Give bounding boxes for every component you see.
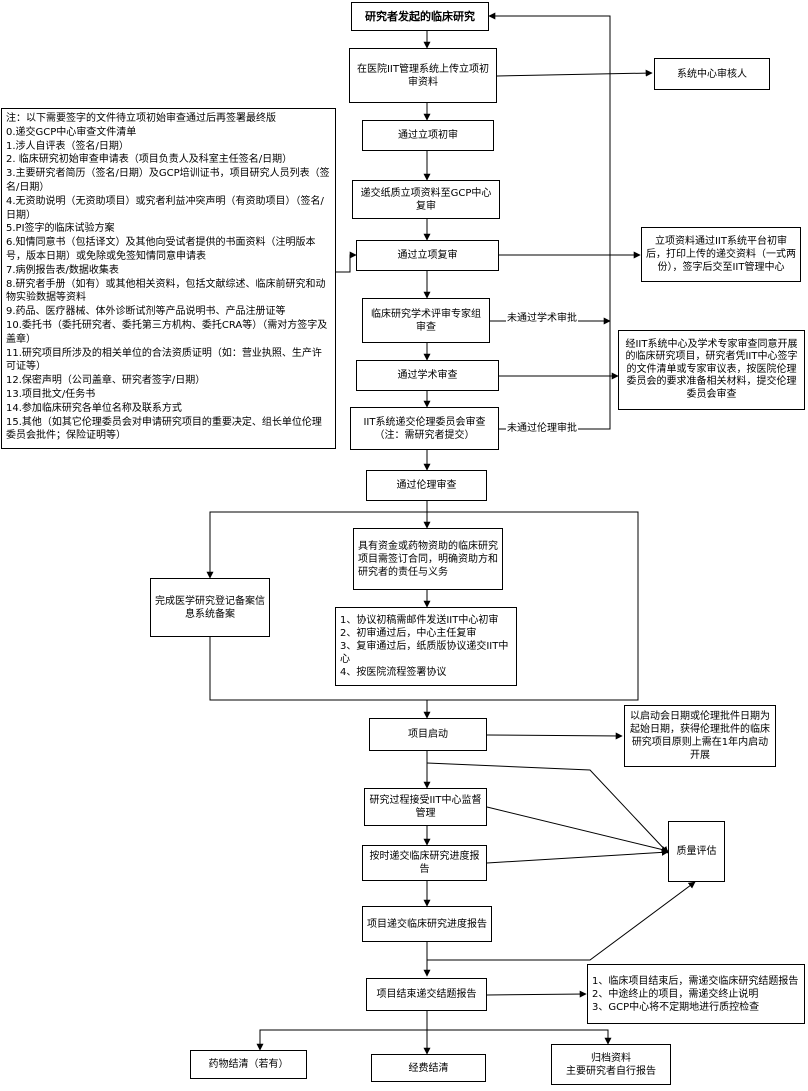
checklist-item: 1.涉人自评表（签名/日期） xyxy=(6,140,129,152)
contract-step: 4、按医院流程签署协议 xyxy=(340,667,447,678)
edge-start-startnote xyxy=(486,732,623,740)
edge-container-registry xyxy=(206,511,427,579)
final-note: 2、中途终止的项目，需递交终止说明 xyxy=(592,988,759,1000)
drug-clear-node: 药物结清（若有） xyxy=(190,1050,307,1079)
edge-timely-quality xyxy=(486,848,669,864)
fund-clear-node: 经费结清 xyxy=(371,1054,486,1082)
final-note: 3、GCP中心将不定期地进行质控检查 xyxy=(592,1001,760,1013)
edge-notes-recheck xyxy=(336,251,357,273)
edge-fail-ethics xyxy=(488,12,611,430)
archive-node: 归档资料 主要研究者自行报告 xyxy=(551,1044,671,1085)
contract-step: 1、协议初稿需邮件发送IIT中心初审 xyxy=(340,615,499,626)
document-checklist: 注：以下需要签字的文件待立项初始审查通过后再签署最终版 0.递交GCP中心审查文… xyxy=(1,108,336,449)
checklist-item: 6.知情同意书（包括译文）及其他向受试者提供的书面资料（注明版本号，版本日期）或… xyxy=(6,237,316,262)
project-start-node: 项目启动 xyxy=(369,718,487,751)
contract-steps-node: 1、协议初稿需邮件发送IIT中心初审 2、初审通过后，中心主任复审 3、复审通过… xyxy=(335,607,517,686)
checklist-item: 4.无资助说明（无资助项目）或究者利益冲突声明（有资助项目）（签名/日期） xyxy=(6,195,324,221)
contract-step: 3、复审通过后，纸质版协议递交IIT中心 xyxy=(340,641,509,665)
checklist-item: 5.PI签字的临床试验方案 xyxy=(6,223,115,235)
checklist-item: 注：以下需要签字的文件待立项初始审查通过后再签署最终版 xyxy=(6,113,276,124)
fail-ethics-label: 未通过伦理审批 xyxy=(506,423,578,435)
pass-ethics-node: 通过伦理审查 xyxy=(366,470,487,501)
checklist-item: 15.其他（如其它伦理委员会对申请研究项目的重要决定、组长单位伦理委员会批件；保… xyxy=(6,416,322,442)
edge-container-frame xyxy=(209,511,639,701)
pass-recheck-node: 通过立项复审 xyxy=(356,240,499,271)
checklist-item: 0.递交GCP中心审查文件清单 xyxy=(6,126,137,138)
center-review-node: 系统中心审核人 xyxy=(654,58,770,90)
progress-timely-node: 按时递交临床研究进度报告 xyxy=(362,845,487,881)
checklist-item: 3.主要研究者简历（签名/日期）及GCP培训证书，项目研究人员列表（签名/日期） xyxy=(6,168,330,193)
checklist-item: 2. 临床研究初始审查申请表（项目负责人及科室主任签名/日期） xyxy=(6,154,293,166)
final-notes-node: 1、临床项目结束后，需递交临床研究结题报告 2、中途终止的项目，需递交终止说明 … xyxy=(587,964,805,1024)
pass-academic-node: 通过学术审查 xyxy=(356,360,499,391)
archive-line: 归档资料 xyxy=(591,1052,631,1064)
edge-upload-center xyxy=(496,69,653,77)
checklist-item: 10.委托书（委托研究者、委托第三方机构、委托CRA等）（需对方签字及盖章） xyxy=(6,319,328,345)
edge-final-drug xyxy=(256,1011,428,1051)
checklist-item: 9.药品、医疗器械、体外诊断试剂等产品说明书、产品注册证等 xyxy=(6,306,286,318)
expert-review-node: 临床研究学术评审专家组审查 xyxy=(362,298,490,343)
ethics-submit-node: IIT系统递交伦理委员会审查（注：需研究者提交） xyxy=(350,407,499,450)
edge-final-archive xyxy=(427,1029,612,1045)
archive-line: 主要研究者自行报告 xyxy=(566,1065,656,1077)
checklist-item: 13.项目批文/任务书 xyxy=(6,388,96,400)
contract-step: 2、初审通过后，中心主任复审 xyxy=(340,628,477,639)
submit-paper-node: 递交纸质立项资料至GCP中心复审 xyxy=(352,180,500,219)
print-note-node: 立项资料通过IIT系统平台初审后，打印上传的递交资料（一式两份），签字后交至II… xyxy=(641,227,801,282)
checklist-item: 7.病例报告表/数据收集表 xyxy=(6,264,119,276)
pass-initial-node: 通过立项初审 xyxy=(362,120,494,151)
fail-academic-label: 未通过学术审批 xyxy=(506,313,578,325)
edge-progress-quality xyxy=(427,881,696,961)
checklist-item: 8.研究者手册（如有）或其他相关资料，包括文献综述、临床前研究和动物实验数据等资… xyxy=(6,278,326,304)
quality-node: 质量评估 xyxy=(668,821,725,882)
checklist-item: 12.保密声明（公司盖章、研究者签字/日期） xyxy=(6,375,206,387)
supervision-node: 研究过程接受IIT中心监督管理 xyxy=(364,788,487,826)
final-note: 1、临床项目结束后，需递交临床研究结题报告 xyxy=(592,975,799,987)
final-report-node: 项目结束递交结题报告 xyxy=(366,978,487,1011)
checklist-item: 14.参加临床研究各单位名称及联系方式 xyxy=(6,402,182,414)
upload-node: 在医院IIT管理系统上传立项初审资料 xyxy=(349,48,497,103)
checklist-item: 11.研究项目所涉及的相关单位的合法资质证明（如：营业执照、生产许可证等） xyxy=(6,347,322,373)
edge-final-finalnotes xyxy=(486,990,587,998)
edge-quality-in-1 xyxy=(426,762,669,854)
ethics-note-node: 经IIT系统中心及学术专家审查同意开展的临床研究项目，研究者凭IIT中心签字的文… xyxy=(618,330,805,410)
progress-report-node: 项目递交临床研究进度报告 xyxy=(362,906,492,942)
contract-node: 具有资金或药物资助的临床研究项目需签订合同，明确资助方和研究者的责任与义务 xyxy=(353,528,503,590)
edge-supervision-quality xyxy=(486,806,669,853)
registry-node: 完成医学研究登记备案信息系统备案 xyxy=(150,578,270,637)
title-node: 研究者发起的临床研究 xyxy=(351,2,489,31)
start-note-node: 以启动会日期或伦理批件日期为起始日期，获得伦理批件的临床研究项目原则上需在1年内… xyxy=(624,705,776,767)
